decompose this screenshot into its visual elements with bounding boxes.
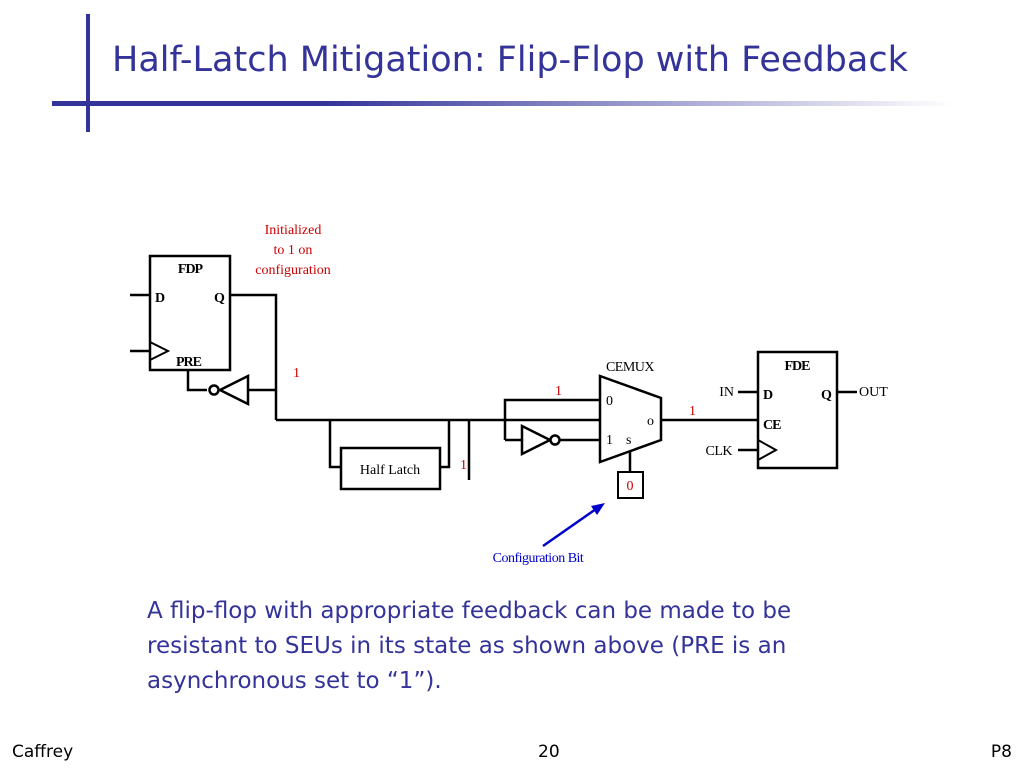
init-note-line-3: configuration — [255, 263, 330, 278]
fde-d-label: D — [763, 388, 773, 403]
title-vertical-accent-bar — [86, 14, 90, 132]
half-latch-left-wire — [328, 420, 341, 469]
config-bit-arrow-shaft — [542, 507, 597, 548]
mux-out-value: 1 — [689, 404, 696, 419]
init-note-line-1: Initialized — [265, 223, 322, 238]
cemux-in1-label: 1 — [606, 433, 613, 448]
fde-ce-label: CE — [763, 418, 781, 433]
feedback-value: 1 — [293, 366, 300, 381]
fde-flip-flop: FDE D Q CE — [756, 350, 839, 470]
mux-inverter — [520, 423, 561, 457]
mux-in0-wire — [503, 398, 600, 440]
config-bit-arrow-head-icon — [591, 503, 605, 515]
fdp-q-output-wire — [230, 293, 278, 420]
mux-inverter-bubble-icon — [549, 434, 561, 446]
init-note: Initialized to 1 on configuration — [255, 223, 330, 278]
fdp-q-label: Q — [214, 291, 225, 306]
io-labels: IN CLK OUT — [706, 385, 889, 459]
fde-name-label: FDE — [785, 359, 811, 374]
fdp-box — [148, 254, 232, 372]
slide-title: Half-Latch Mitigation: Flip-Flop with Fe… — [112, 40, 908, 80]
footer-author: Caffrey — [12, 742, 74, 762]
half-latch-right-wire — [440, 420, 451, 469]
cemux: CEMUX 0 1 o s — [598, 360, 663, 464]
cemux-name-label: CEMUX — [606, 360, 654, 375]
signal-values: 1 1 1 1 — [293, 366, 696, 473]
fdp-name-label: FDP — [178, 262, 204, 277]
wires — [130, 293, 857, 480]
mux-inverter-triangle-icon — [520, 423, 553, 457]
out-label: OUT — [859, 385, 888, 400]
in-label: IN — [719, 385, 734, 400]
fde-q-label: Q — [821, 388, 832, 403]
fde-box — [756, 350, 839, 470]
init-note-line-2: to 1 on — [274, 243, 313, 258]
inverter-bubble-icon — [208, 384, 220, 396]
slide-body-text: A flip-flop with appropriate feedback ca… — [147, 598, 792, 694]
cemux-sel-label: s — [626, 433, 631, 448]
mux-in-value: 1 — [555, 384, 562, 399]
config-bit-box — [617, 471, 644, 499]
title-underline-bar — [52, 101, 952, 106]
inverter-triangle-icon — [217, 373, 250, 407]
fdp-clock-triangle-icon — [149, 341, 171, 361]
clk-label: CLK — [706, 444, 733, 459]
feedback-inverter — [208, 373, 250, 407]
cemux-trapezoid — [598, 374, 663, 464]
configuration-bit: 0 Configuration Bit — [493, 471, 644, 566]
half-latch-label: Half Latch — [360, 463, 420, 478]
cemux-out-label: o — [647, 414, 654, 429]
config-bit-label: Configuration Bit — [493, 551, 584, 566]
half-latch: Half Latch — [339, 446, 442, 491]
half-latch-box — [339, 446, 442, 491]
fdp-pre-label: PRE — [176, 355, 202, 370]
fdp-pre-feedback-wire — [186, 370, 207, 392]
fdp-d-label: D — [155, 291, 165, 306]
fdp-flip-flop: FDP D Q PRE — [148, 254, 232, 372]
config-bit-value: 0 — [627, 479, 634, 494]
half-latch-out-value: 1 — [460, 458, 467, 473]
footer-section: P8 — [990, 742, 1012, 762]
cemux-in0-label: 0 — [606, 394, 613, 409]
fde-clock-triangle-icon — [757, 439, 779, 461]
footer-page-number: 20 — [538, 742, 560, 762]
